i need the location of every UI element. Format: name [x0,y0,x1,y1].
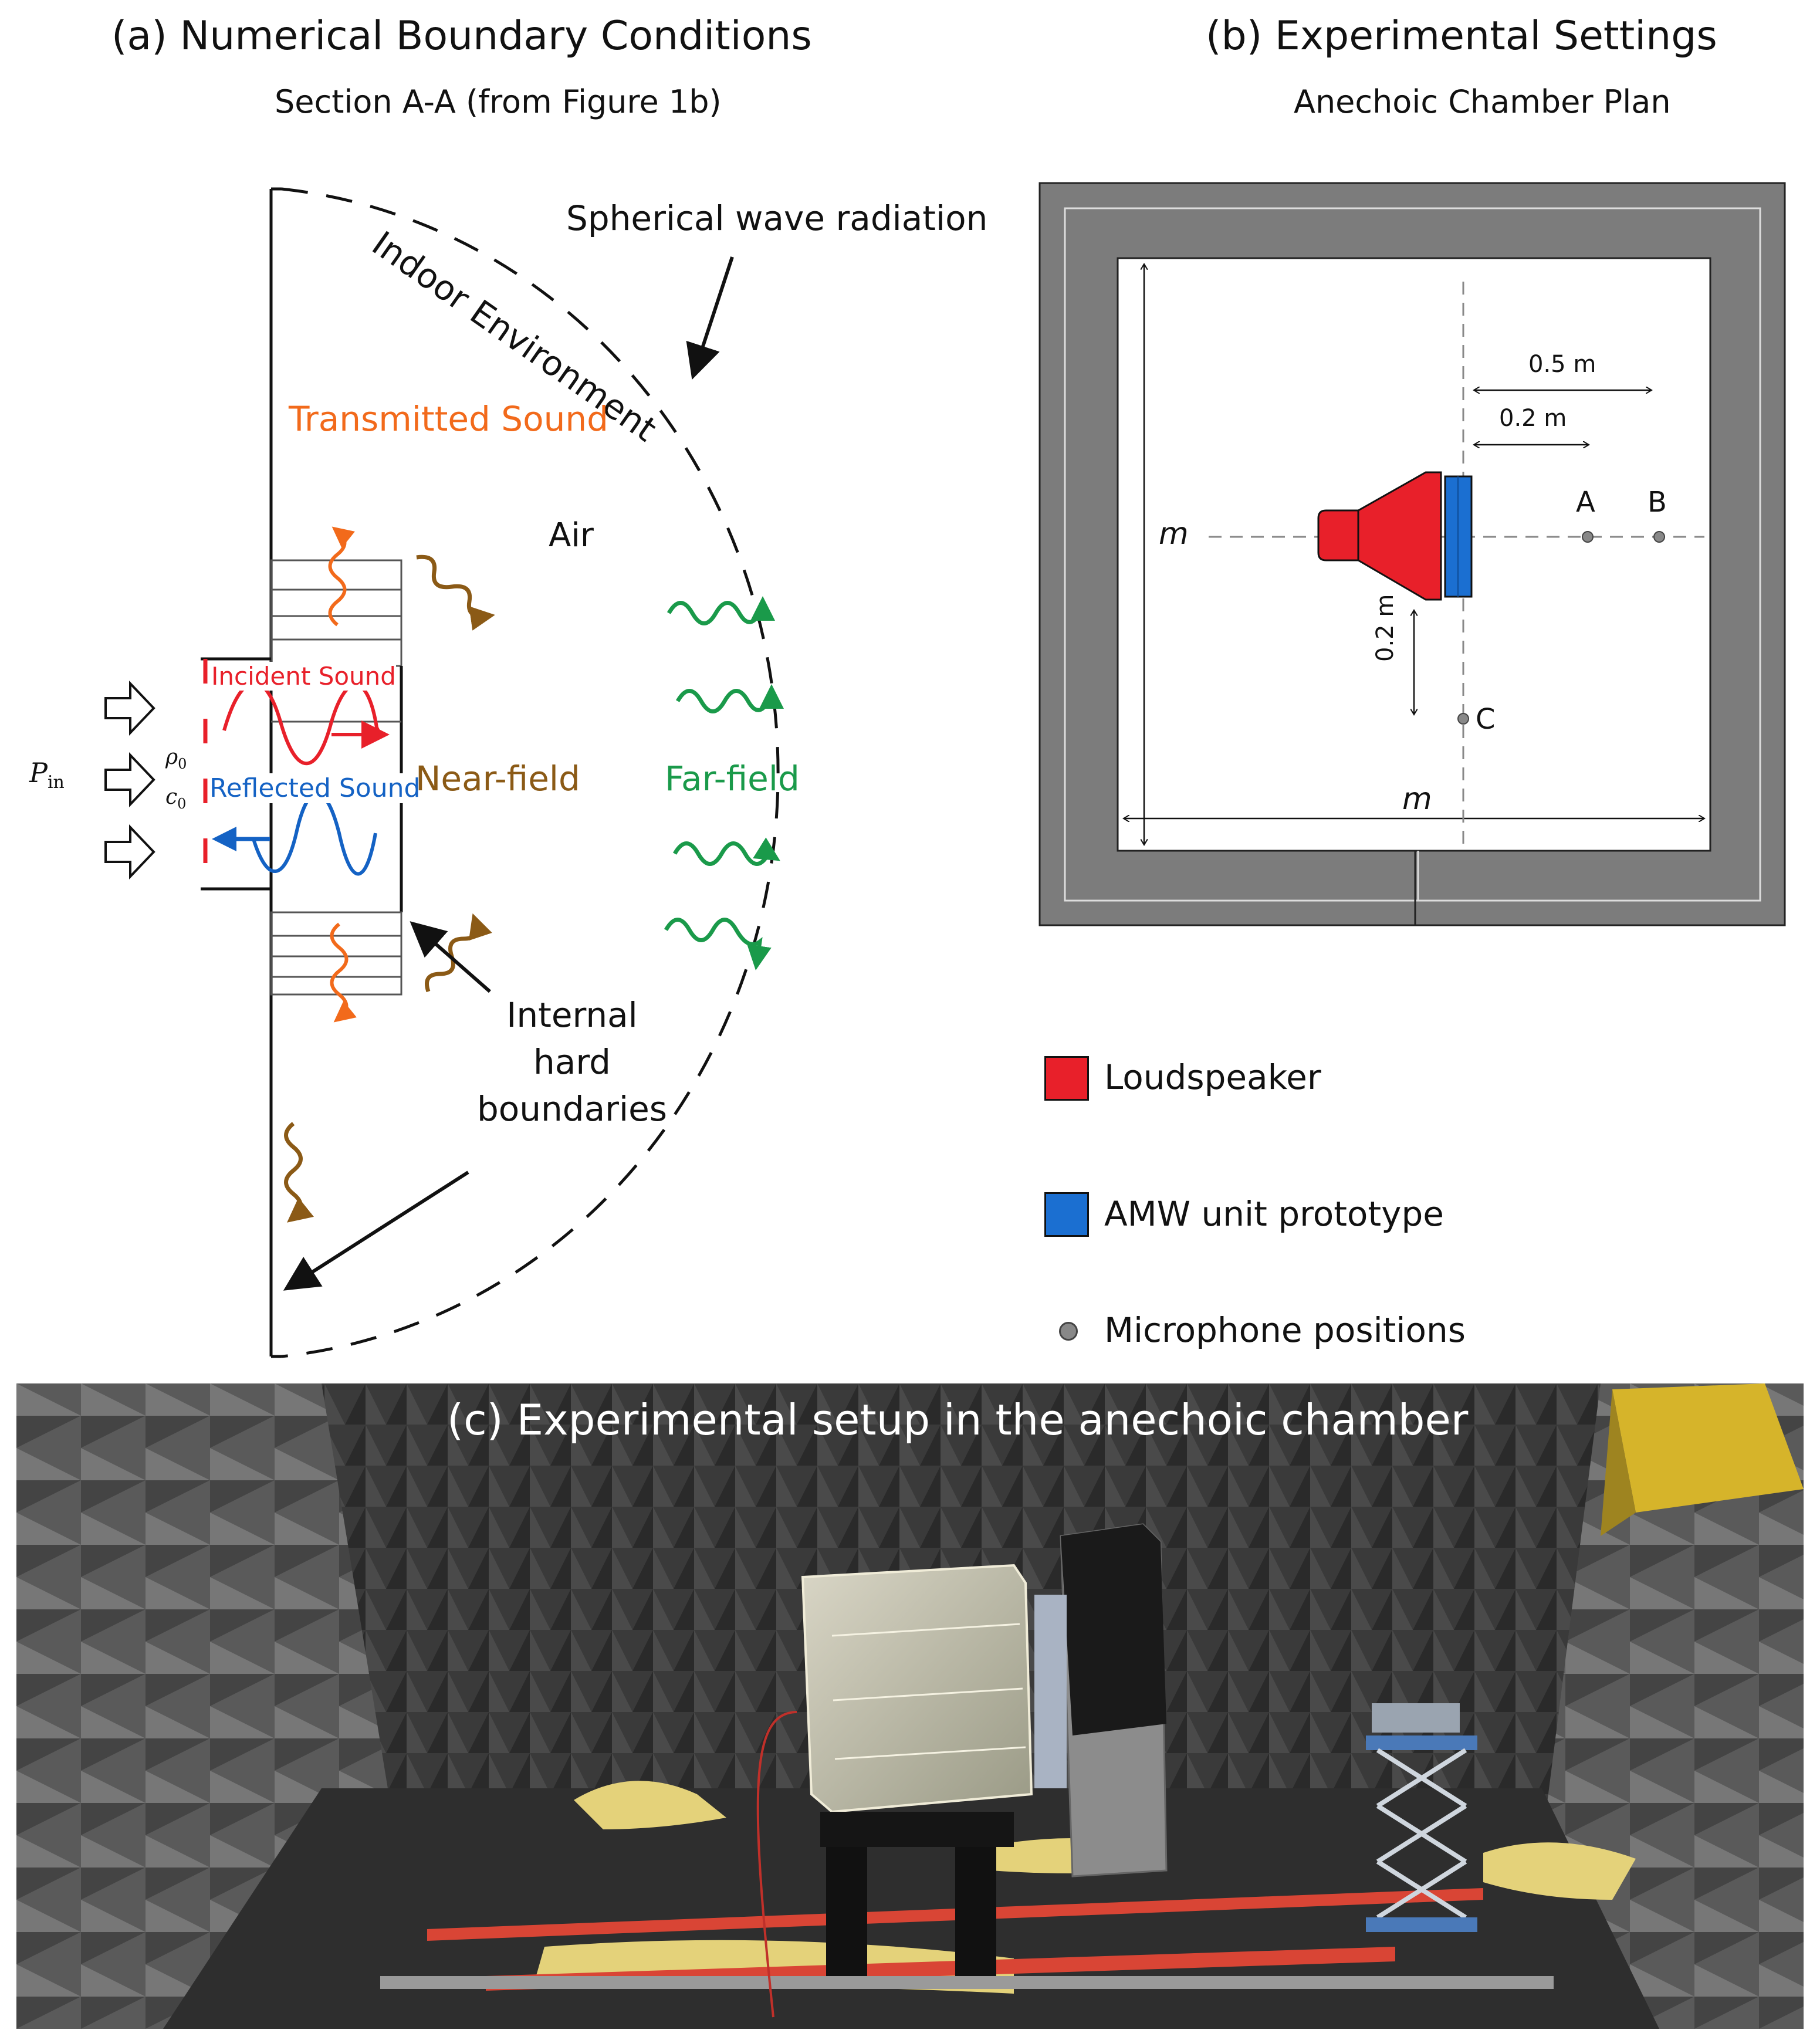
anechoic-chamber-photo [16,1383,1804,2029]
legend-loudspeaker-swatch [1044,1056,1089,1101]
dim-m-bottom-label: m [1402,782,1432,817]
chamber-plan [1038,182,1786,926]
incident-sound-label: Incident Sound [211,662,396,691]
spherical-wave-label: Spherical wave radiation [566,198,988,238]
microphone-c [1457,713,1469,725]
mic-c-label: C [1476,703,1496,736]
lower-cells [270,911,402,996]
near-field-squiggles [284,554,495,1223]
panel-a-subtitle: Section A-A (from Figure 1b) [275,83,722,120]
panel-b-title: (b) Experimental Settings [1206,13,1717,59]
legend-amw-label: AMW unit prototype [1104,1194,1444,1234]
dim-02-h-label: 0.2 m [1499,405,1567,432]
internal-boundaries-label: Internal hard boundaries [476,995,668,1129]
inlet-arrows [104,681,155,879]
microphone-a [1582,531,1594,543]
c0-label: c0 [165,785,187,813]
reflected-sound-label: Reflected Sound [209,773,421,803]
rho0-label: ρ0 [165,745,187,773]
dim-05-label: 0.5 m [1528,351,1596,378]
internal-boundaries-arrow [410,921,491,993]
panel-a-title: (a) Numerical Boundary Conditions [111,13,812,59]
air-label: Air [549,516,594,554]
transmitted-sound-label: Transmitted Sound [289,399,608,439]
legend-amw-swatch [1044,1192,1089,1237]
wall-boundary-arrow [283,1170,469,1291]
microphone-b [1653,531,1665,543]
transmitted-squiggles [328,526,357,1023]
panel-b-subtitle: Anechoic Chamber Plan [1294,83,1671,120]
legend-loudspeaker-label: Loudspeaker [1104,1057,1321,1097]
panel-c-title: (c) Experimental setup in the anechoic c… [447,1395,1469,1444]
far-field-label: Far-field [665,759,800,799]
p-in-label: Pin [29,757,65,793]
mic-a-label: A [1576,486,1595,519]
near-field-label: Near-field [415,759,580,799]
spherical-boundary [281,187,780,1358]
dim-02-v-label: 0.2 m [1372,594,1399,662]
photo-illustration [16,1383,1804,2029]
far-field-squiggles [664,596,784,970]
legend-microphone-label: Microphone positions [1104,1310,1466,1350]
dim-m-left-label: m [1159,516,1189,552]
legend-microphone-dot [1059,1322,1078,1341]
incident-wave [222,681,382,766]
spherical-wave-arrow [686,256,734,380]
loudspeaker-shape [1317,471,1442,601]
mic-b-label: B [1648,486,1667,519]
